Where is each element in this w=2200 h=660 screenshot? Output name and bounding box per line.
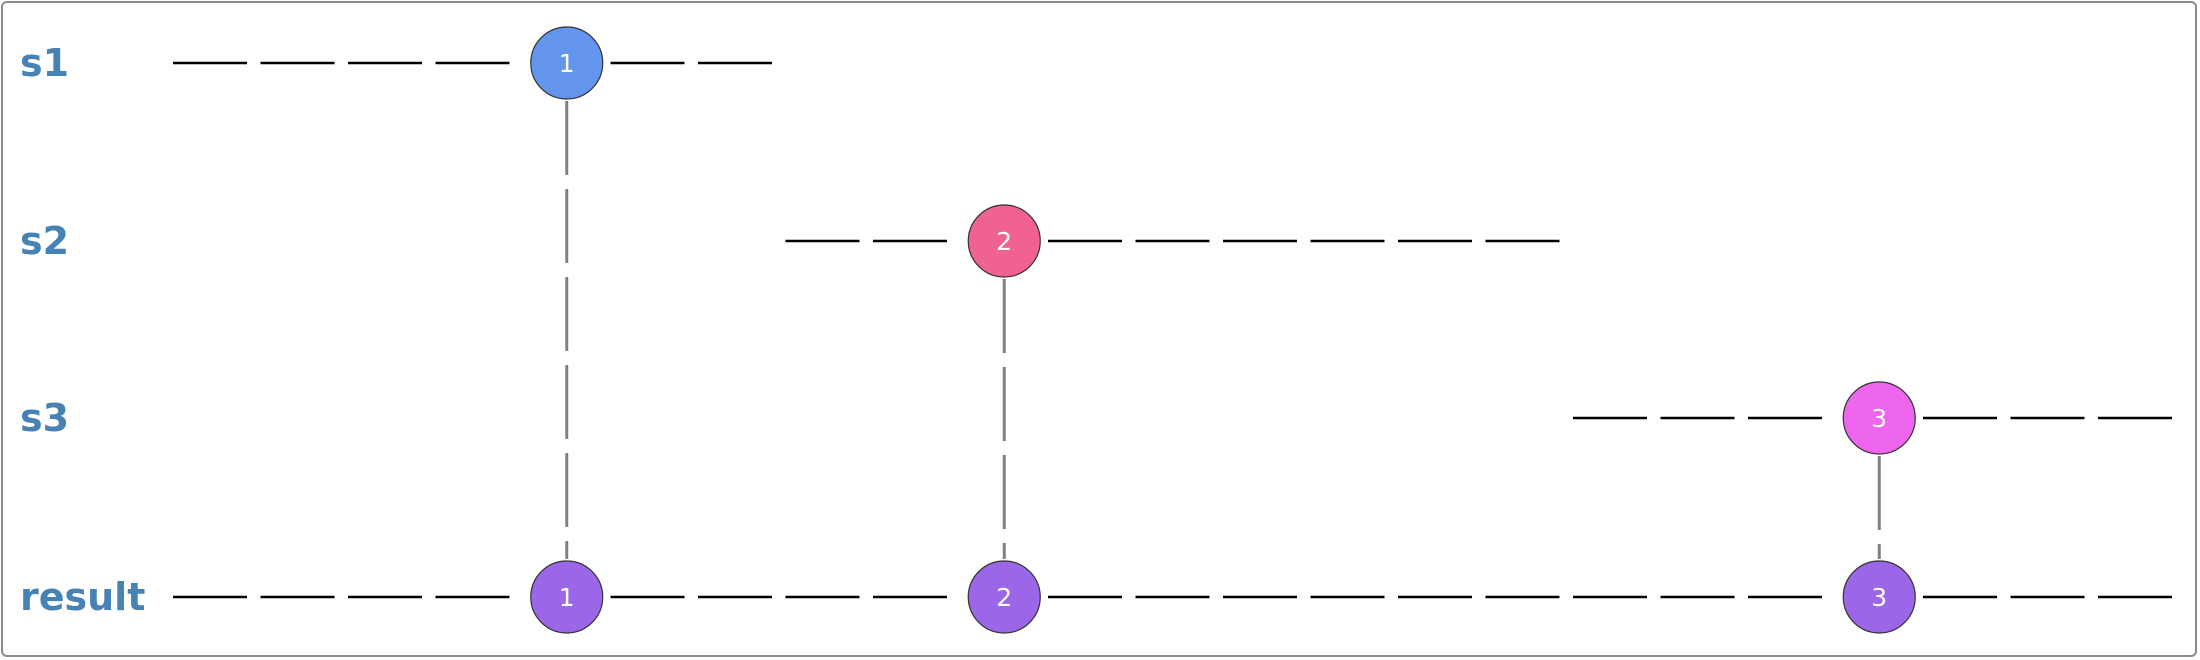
row-label-result: result [20,575,145,619]
marble-s3-3: 3 [1842,381,1916,455]
marble-value: 1 [559,583,575,612]
marble-result-2: 2 [967,560,1041,634]
row-label-s2: s2 [20,219,69,263]
marble-circle [530,560,604,634]
marble-value: 2 [996,583,1012,612]
marble-value: 2 [996,227,1012,256]
marble-result-3: 3 [1842,560,1916,634]
row-label-s3: s3 [20,396,69,440]
marble-s2-2: 2 [967,204,1041,278]
marble-s1-1: 1 [530,26,604,100]
marble-circle [967,560,1041,634]
marble-value: 1 [559,49,575,78]
marble-circle [1842,381,1916,455]
marble-value: 3 [1871,404,1887,433]
marble-circle [530,26,604,100]
marble-result-1: 1 [530,560,604,634]
row-label-s1: s1 [20,41,69,85]
marble-circle [1842,560,1916,634]
marble-circle [967,204,1041,278]
marble-value: 3 [1871,583,1887,612]
